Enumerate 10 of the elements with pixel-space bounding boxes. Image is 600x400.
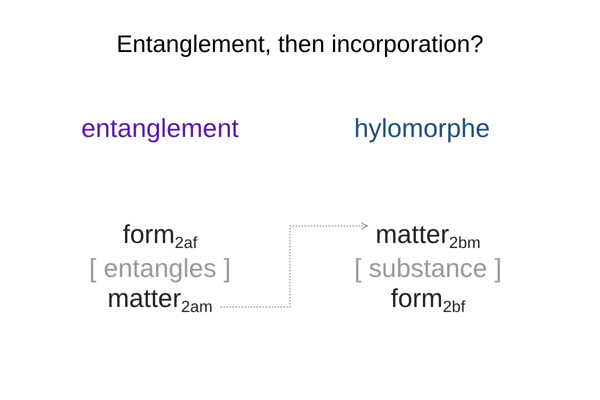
column-heading: entanglement — [81, 115, 239, 141]
bracket-text: [ substance ] — [354, 255, 502, 281]
term-text: matter$_{2bm}$ — [375, 221, 481, 251]
dotted-arrow — [220, 222, 368, 308]
term-text: form$_{2af}$ — [122, 221, 198, 251]
term-text: matter$_{2am}$ — [107, 285, 213, 315]
column-heading: hylomorphe — [354, 115, 490, 141]
title: Entanglement, then incorporation? — [116, 33, 484, 57]
term-text: form$_{2bf}$ — [390, 285, 466, 315]
bracket-text: [ entangles ] — [89, 255, 231, 281]
